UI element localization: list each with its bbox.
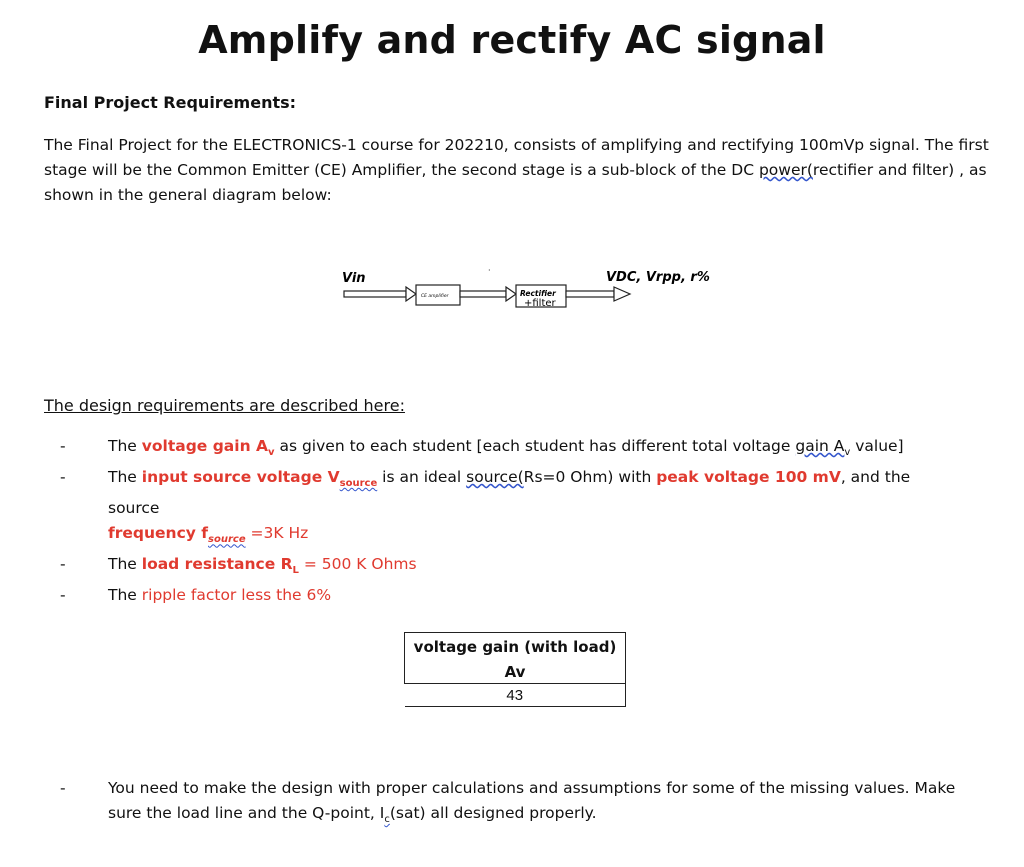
req2-text: is an ideal (377, 468, 467, 487)
req1-gain-squiggle: gain Av (795, 437, 851, 459)
req2-frequency-value: =3K Hz (245, 524, 309, 543)
output-label: VDC, Vrpp, r% (606, 270, 710, 285)
req2-frequency-subscript: source (208, 534, 246, 546)
req2-prefix: The (108, 468, 142, 487)
req1-gain-text: gain A (795, 437, 845, 455)
req2-frequency: frequency f (108, 524, 209, 543)
input-arrow (343, 285, 418, 303)
rectifier-label: Rectifier (520, 289, 557, 298)
note-text-2: (sat) all designed properly. (389, 804, 597, 822)
req3-prefix: The (108, 555, 142, 574)
req1-subscript: v (268, 447, 275, 459)
requirement-voltage-gain: The voltage gain Av as given to each stu… (60, 434, 960, 465)
gain-table-subheader: Av (404, 661, 626, 684)
req4-prefix: The (108, 586, 142, 605)
req3-keyword: load resistance R (141, 555, 293, 574)
output-arrow (565, 286, 632, 302)
intro-paragraph: The Final Project for the ELECTRONICS-1 … (44, 133, 992, 208)
note-subscript: c (384, 814, 390, 826)
req2-keyword: input source voltage V (141, 468, 340, 487)
req2-text-2: Rs=0 Ohm) with (523, 468, 657, 487)
req1-suffix: value] (850, 437, 904, 455)
requirement-load-resistance: The load resistance RL = 500 K Ohms (60, 552, 960, 583)
filter-label: +filter (524, 298, 557, 309)
req2-subscript: source (339, 478, 378, 490)
intro-text-2: rectifier and filter) , as shown in the … (44, 161, 987, 204)
section-heading: Final Project Requirements: (44, 93, 297, 112)
amplifier-label: CE amplifier (421, 293, 450, 299)
req2-text-3: , and the source (108, 468, 911, 518)
req1-prefix: The (108, 437, 142, 455)
req1-keyword: voltage gain A (141, 437, 268, 455)
req2-source-squiggle: source( (466, 468, 524, 487)
design-note-item: You need to make the design with proper … (60, 776, 970, 832)
req3-subscript: L (292, 565, 299, 577)
req3-value: = 500 K Ohms (298, 555, 417, 574)
req1-gain-subscript: v (844, 447, 851, 459)
note-text-1: You need to make the design with proper … (108, 779, 956, 822)
gain-table-value: 43 (404, 683, 626, 707)
stray-dot: · (488, 266, 491, 275)
gain-table-header: voltage gain (with load) (404, 632, 626, 661)
requirements-list: The voltage gain Av as given to each stu… (60, 434, 960, 608)
page-title: Amplify and rectify AC signal (198, 18, 826, 62)
middle-arrow (459, 285, 518, 303)
intro-text-1: The Final Project for the ELECTRONICS-1 … (44, 136, 989, 179)
gain-table: voltage gain (with load) Av 43 (404, 632, 626, 707)
design-note: You need to make the design with proper … (60, 776, 970, 832)
intro-text-squiggle: power( (758, 161, 813, 179)
requirement-ripple-factor: The ripple factor less the 6% (60, 583, 960, 608)
vin-label: Vin (342, 271, 366, 286)
design-heading: The design requirements are described he… (44, 396, 405, 415)
block-diagram: Vin CE amplifier · Rectifier +filter VDC… (342, 266, 710, 309)
requirement-input-source: The input source voltage Vsource is an i… (60, 465, 960, 552)
req1-text: as given to each student [each student h… (274, 437, 796, 455)
req2-peak-voltage: peak voltage 100 mV (656, 468, 841, 487)
req4-text: ripple factor less the 6% (141, 586, 332, 605)
